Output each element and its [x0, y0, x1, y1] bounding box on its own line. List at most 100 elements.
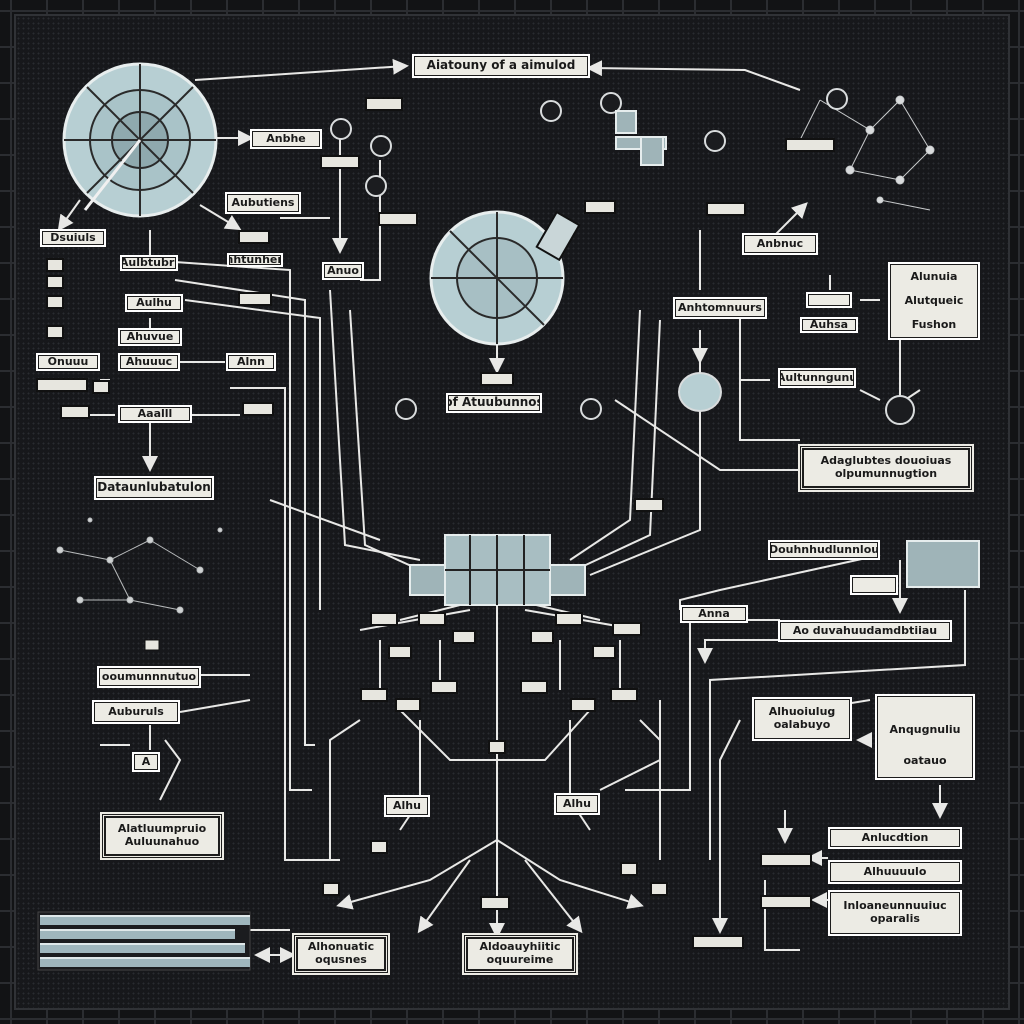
- label-tiny-1: Alnn: [226, 353, 276, 371]
- chip: [650, 882, 668, 896]
- chip: [452, 630, 476, 644]
- node: [600, 92, 622, 114]
- right-low-box: Alhuoiulug oalabuyo: [752, 697, 852, 741]
- chip: [36, 378, 88, 392]
- chip: [322, 882, 340, 896]
- chip: [488, 740, 506, 754]
- diagram-title: Aiatouny of a aimulod: [412, 54, 590, 78]
- chip: [370, 612, 398, 626]
- label-tiny-2: Aaalll: [118, 405, 192, 423]
- right-stack: Alunuia Alutqueic Fushon: [888, 262, 980, 340]
- chip: [634, 498, 664, 512]
- chip: [320, 155, 360, 169]
- label-mid-right-2: Auhsa: [800, 317, 858, 333]
- chip: [395, 698, 421, 712]
- node: [885, 395, 915, 425]
- left-box: Alatluumpruio Auluunahuo: [100, 812, 224, 860]
- chip: [378, 212, 418, 226]
- bottom-box-2: Aldoauyhiitic oquureime: [462, 933, 578, 975]
- chip: [520, 680, 548, 694]
- label-lower-c2: Alhu: [554, 793, 600, 815]
- bottom-1-line-2: oqusnes: [315, 953, 367, 966]
- right-b3-line-2: oparalis: [870, 912, 920, 925]
- chip: [388, 645, 412, 659]
- right-b3: Inloaneunnuuiuc oparalis: [828, 890, 962, 936]
- node: [704, 130, 726, 152]
- right-stack-2: Alutqueic: [904, 293, 964, 307]
- node: [370, 135, 392, 157]
- node: [826, 88, 848, 110]
- label-lower-c1: Alhu: [384, 795, 430, 817]
- chip: [480, 372, 514, 386]
- chip: [785, 138, 835, 152]
- node: [330, 118, 352, 140]
- left-box-line-1: Alatluumpruio: [117, 822, 207, 836]
- node: [365, 175, 387, 197]
- chip: [365, 97, 403, 111]
- chip: [555, 612, 583, 626]
- segmented-wheel-icon: [429, 210, 581, 346]
- bottom-2-line-2: oquureime: [486, 953, 554, 966]
- right-b3-line-1: Inloaneunnuuiuc: [843, 899, 947, 913]
- label-dou: Douhnhudlunnlou: [768, 540, 880, 560]
- cycle-pie-icon: [62, 62, 218, 218]
- chip: [480, 896, 510, 910]
- label-left-lower-2: Auburuls: [92, 700, 180, 724]
- chip: [46, 258, 64, 272]
- label-chip-box: [806, 292, 852, 308]
- chip: [592, 645, 616, 659]
- network-cloud-icon: [799, 95, 935, 211]
- bottom-box-1: Alhonuatic oqusnes: [292, 933, 390, 975]
- chip: [46, 275, 64, 289]
- cell: [615, 110, 637, 134]
- label-left-2: Aulhu: [125, 294, 183, 312]
- chip: [360, 688, 388, 702]
- label-mid-right-3: Anbnuc: [742, 233, 818, 255]
- label-a3: Anhtunhenn: [227, 253, 283, 267]
- label-descr: Ao duvahuudamdbtiiau: [778, 620, 952, 642]
- cell: [640, 136, 664, 166]
- label-left-5: Ahuuuc: [118, 353, 180, 371]
- chip: [238, 230, 270, 244]
- chip: [706, 202, 746, 216]
- chip: [530, 630, 554, 644]
- chip: [238, 292, 272, 306]
- cell-grid: [906, 540, 980, 588]
- chip: [570, 698, 596, 712]
- chip: [92, 380, 110, 394]
- label-center-mid: Anuo: [322, 262, 364, 280]
- label-right-b2: Alhuuuulo: [828, 860, 962, 884]
- chip: [610, 688, 638, 702]
- bottom-1-line-1: Alhonuatic: [307, 940, 375, 954]
- chip: [60, 405, 90, 419]
- label-left-1: Dsuiuls: [40, 229, 106, 247]
- label-right-mid: Aultunngunu: [778, 368, 856, 388]
- constellation-icon: [56, 517, 223, 651]
- right-low-line-2: oalabuyo: [773, 718, 831, 731]
- chip: [584, 200, 616, 214]
- right-stack-3: Fushon: [911, 317, 957, 331]
- label-left-lower-1: ooumunnnutuo: [97, 666, 201, 688]
- server-block-icon: [409, 534, 586, 606]
- label-chip-mid: [850, 575, 898, 595]
- bar-3: [40, 943, 245, 953]
- node: [395, 398, 417, 420]
- chip: [620, 862, 638, 876]
- left-box-line-2: Auluunahuo: [124, 835, 200, 848]
- chip: [46, 295, 64, 309]
- chip: [692, 935, 744, 949]
- gear-node-icon: [678, 372, 722, 412]
- bar-4: [40, 957, 250, 967]
- right-box: Adaglubtes douoiuas olpumunnugtion: [798, 444, 974, 492]
- chip: [418, 612, 446, 626]
- label-dataflow: Dataunlubatulon: [94, 476, 214, 500]
- bar-2: [40, 929, 235, 939]
- node: [580, 398, 602, 420]
- chip: [242, 402, 274, 416]
- bar-1: [40, 915, 250, 925]
- right-box-line-1: Adaglubtes douoiuas: [820, 454, 952, 468]
- label-center-banner: of Atuubunnos: [446, 393, 542, 413]
- right-table: Anqugnuliu oatauo: [875, 694, 975, 780]
- chip: [46, 325, 64, 339]
- chip: [612, 622, 642, 636]
